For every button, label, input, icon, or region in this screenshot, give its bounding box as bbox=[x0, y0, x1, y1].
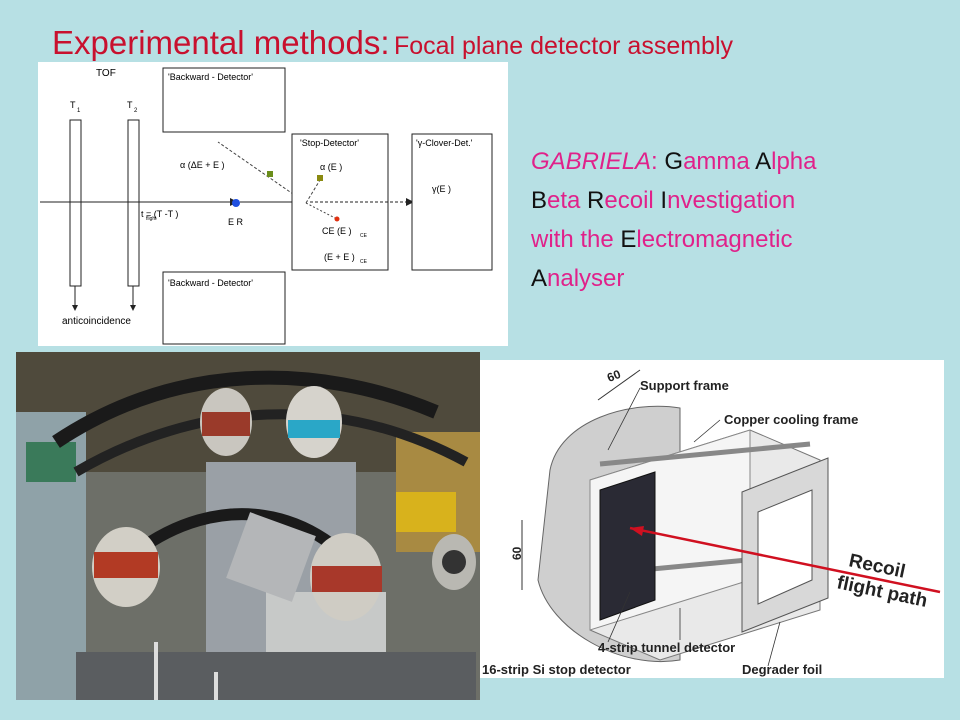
ce-sub: CE bbox=[360, 233, 368, 239]
er-dot-left bbox=[232, 199, 240, 207]
alpha-mark-right bbox=[317, 175, 323, 181]
degrader-foil-label: Degrader foil bbox=[742, 662, 822, 677]
acronym-segment: GABRIELA: Gamma Alpha bbox=[531, 148, 816, 175]
acronym-text: R bbox=[587, 187, 605, 214]
backward-top-label: 'Backward - Detector' bbox=[168, 72, 253, 82]
si-stop-label: 16-strip Si stop detector bbox=[482, 662, 631, 677]
gabriela-acronym: GABRIELA: Gamma Alpha Beta Recoil Invest… bbox=[531, 142, 931, 298]
slide-title: Experimental methods: Focal plane detect… bbox=[52, 24, 733, 62]
backward-bottom-label: 'Backward - Detector' bbox=[168, 278, 253, 288]
clover-detector bbox=[411, 133, 493, 271]
acronym-text: G bbox=[664, 148, 684, 175]
dim-top: 60 bbox=[605, 367, 623, 385]
acronym-text: lectromagnetic bbox=[636, 226, 793, 253]
ce-dot bbox=[334, 216, 340, 222]
e-sum-label: (E + E ) bbox=[324, 252, 355, 262]
ce-label: CE (E ) bbox=[322, 226, 352, 236]
e-sum-sub: CE bbox=[360, 259, 368, 265]
acronym-segment: with the Electromagnetic bbox=[531, 226, 792, 253]
acronym-text: : bbox=[651, 148, 665, 175]
title-sub: Focal plane detector assembly bbox=[393, 32, 734, 60]
tflight-label: t = (T -T ) bbox=[141, 209, 178, 219]
acronym-segment: Analyser bbox=[531, 265, 624, 292]
t2-label: T bbox=[127, 100, 133, 110]
acronym-text: A bbox=[755, 148, 772, 175]
backward-detector-top bbox=[162, 67, 286, 133]
t1-sub: 1 bbox=[77, 108, 81, 114]
acronym-text: I bbox=[660, 187, 668, 214]
t1-label: T bbox=[70, 100, 76, 110]
schematic-svg: TOF T 1 T 2 anticoincidence t = (T -T ) … bbox=[40, 67, 493, 345]
acronym-line-2: Beta Recoil Investigation bbox=[531, 181, 931, 220]
er-left-label: E R bbox=[228, 217, 244, 227]
acronym-text: B bbox=[531, 187, 548, 214]
acronym-name: GABRIELA bbox=[531, 148, 652, 175]
acronym-text: amma bbox=[683, 148, 756, 175]
acronym-line-4: Analyser bbox=[531, 259, 931, 298]
detector-schematic: TOF T 1 T 2 anticoincidence t = (T -T ) … bbox=[38, 62, 508, 346]
detector-drawing-svg: 60 60 Support frame Copper cooling frame… bbox=[482, 367, 941, 677]
stop-detector-label: 'Stop-Detector' bbox=[300, 138, 359, 148]
alpha-de-label: α (ΔE + E ) bbox=[180, 160, 224, 170]
copper-frame-label: Copper cooling frame bbox=[724, 412, 858, 427]
title-main: Experimental methods: bbox=[52, 24, 390, 61]
apparatus-photo bbox=[16, 352, 480, 700]
acronym-text: nvestigation bbox=[667, 187, 796, 214]
clover-label: 'γ-Clover-Det.' bbox=[416, 138, 473, 148]
acronym-text: nalyser bbox=[547, 265, 625, 292]
dim-side: 60 bbox=[510, 546, 524, 560]
acronym-text: A bbox=[531, 265, 548, 292]
acronym-text: lpha bbox=[771, 148, 817, 175]
acronym-line-3: with the Electromagnetic bbox=[531, 220, 931, 259]
tflight-sub: flight bbox=[146, 216, 157, 222]
detector-drawing: 60 60 Support frame Copper cooling frame… bbox=[480, 360, 944, 678]
alpha-mark-left bbox=[267, 171, 273, 177]
t2-foil bbox=[127, 119, 140, 287]
acronym-text: with the bbox=[531, 226, 621, 253]
anticoincidence-label: anticoincidence bbox=[62, 316, 131, 327]
acronym-segment: Beta Recoil Investigation bbox=[531, 187, 795, 214]
tof-label: TOF bbox=[96, 68, 116, 79]
gamma-e-label: γ(E ) bbox=[432, 184, 451, 194]
acronym-text: ecoil bbox=[604, 187, 661, 214]
tunnel-detector-label: 4-strip tunnel detector bbox=[598, 640, 735, 655]
acronym-text: eta bbox=[547, 187, 588, 214]
support-frame-label: Support frame bbox=[640, 378, 729, 393]
backward-detector-bottom bbox=[162, 271, 286, 345]
acronym-text: E bbox=[620, 226, 637, 253]
t2-sub: 2 bbox=[134, 108, 138, 114]
t1-foil bbox=[69, 119, 82, 287]
apparatus-photo-svg bbox=[16, 352, 480, 700]
acronym-line-1: GABRIELA: Gamma Alpha bbox=[531, 142, 931, 181]
alpha-e-label: α (E ) bbox=[320, 162, 342, 172]
